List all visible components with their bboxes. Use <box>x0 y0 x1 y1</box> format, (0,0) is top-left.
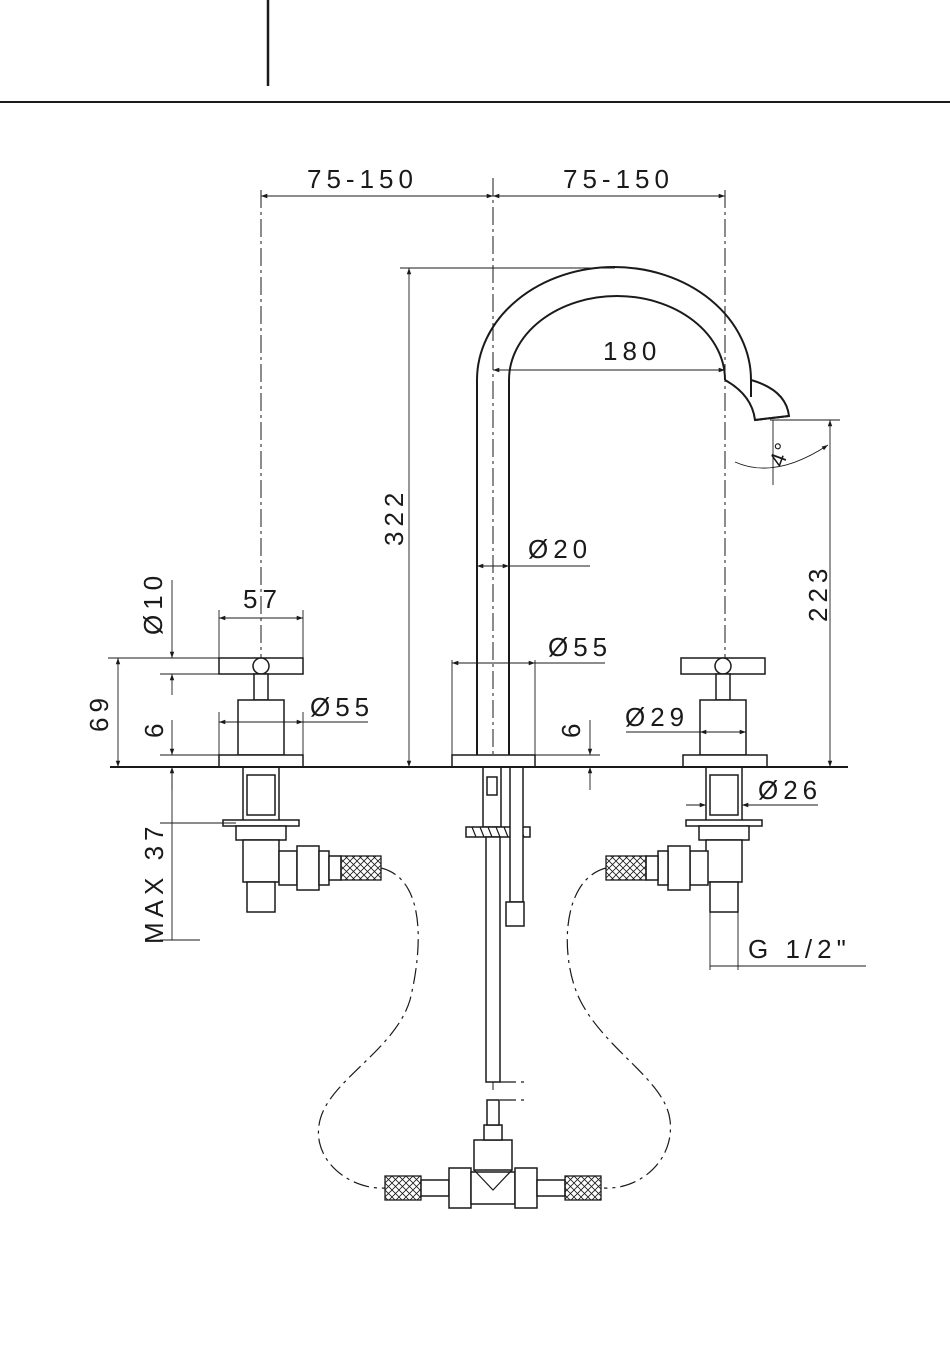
left-handle <box>219 190 381 912</box>
dim-outlet-height: 223 <box>803 564 833 622</box>
dim-shank-diameter: Ø26 <box>758 775 822 805</box>
t-connector <box>385 1100 601 1208</box>
dim-max-deck: MAX 37 <box>139 822 169 945</box>
dim-lever-diameter: Ø10 <box>138 571 168 635</box>
dim-spout-angle: 4° <box>764 438 796 470</box>
header-frame <box>0 0 950 102</box>
right-handle <box>606 190 767 912</box>
dim-handle-width: 57 <box>243 584 282 614</box>
dim-right-spacing: 75-150 <box>563 164 674 194</box>
dim-spout-reach: 180 <box>603 336 661 366</box>
dim-pipe-diameter: Ø20 <box>528 534 592 564</box>
dim-spout-base-height: 6 <box>556 719 586 738</box>
dim-thread-size: G 1/2" <box>748 934 851 964</box>
dim-handle-base-diameter: Ø55 <box>310 692 374 722</box>
dim-left-spacing: 75-150 <box>307 164 418 194</box>
dim-total-height: 322 <box>379 488 409 546</box>
dim-rosette-diameter: Ø29 <box>625 702 689 732</box>
dim-spout-base-diameter: Ø55 <box>548 632 612 662</box>
dim-handle-base-height: 6 <box>139 719 169 738</box>
dim-handle-height: 69 <box>84 693 114 732</box>
